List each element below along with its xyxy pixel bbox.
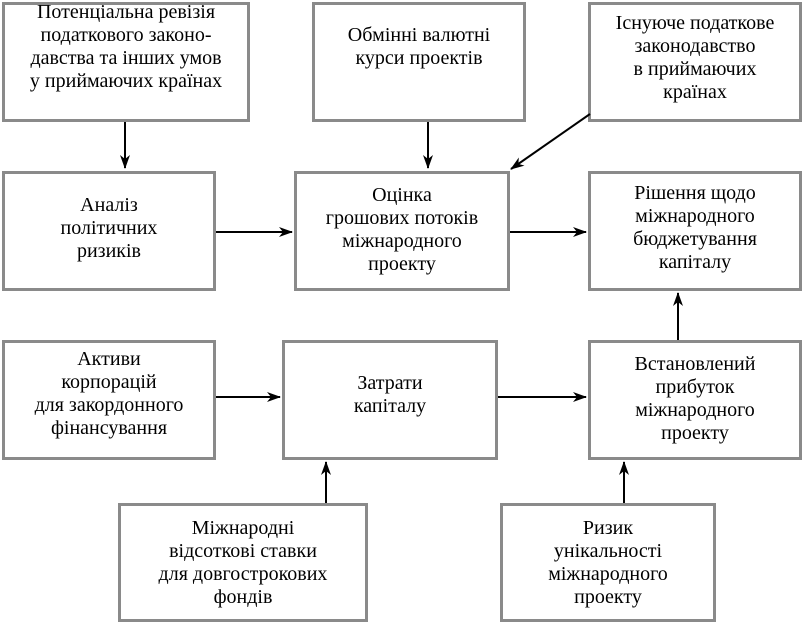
box-cash-flow-label: Оцінка грошових потоків міжнародного про… xyxy=(325,184,479,275)
box-unique-risk: Ризик унікальності міжнародного проекту xyxy=(500,503,716,622)
box-tax-revision-label: Потенціальна ревізія податкового законо-… xyxy=(29,1,223,92)
box-budget-decision: Рішення щодо міжнародного бюджетування к… xyxy=(588,171,802,291)
box-capital-costs-label: Затрати капіталу xyxy=(353,372,427,417)
box-required-return-label: Встановлений прибуток міжнародного проек… xyxy=(634,353,756,444)
box-existing-tax-label: Існуюче податкове законодавство в прийма… xyxy=(615,12,775,103)
box-tax-revision: Потенціальна ревізія податкового законо-… xyxy=(2,1,250,122)
box-unique-risk-label: Ризик унікальності міжнародного проекту xyxy=(548,516,668,608)
box-budget-decision-label: Рішення щодо міжнародного бюджетування к… xyxy=(633,182,757,273)
box-political-risk: Аналіз політичних ризиків xyxy=(2,171,216,291)
box-cash-flow: Оцінка грошових потоків міжнародного про… xyxy=(294,171,510,291)
box-corporate-assets: Активи корпорацій для закордонного фінан… xyxy=(2,340,216,460)
box-capital-costs: Затрати капіталу xyxy=(282,340,498,460)
arrow-existing-tax-to-cash-flow xyxy=(510,113,591,170)
box-interest-rates-label: Міжнародні відсоткові ставки для довгост… xyxy=(158,516,328,608)
box-interest-rates: Міжнародні відсоткові ставки для довгост… xyxy=(118,503,368,622)
box-exchange-rates-label: Обмінні валютні курси проектів xyxy=(347,24,491,69)
box-required-return: Встановлений прибуток міжнародного проек… xyxy=(588,340,802,460)
box-political-risk-label: Аналіз політичних ризиків xyxy=(60,193,158,262)
box-existing-tax: Існуюче податкове законодавство в прийма… xyxy=(588,2,802,122)
box-exchange-rates: Обмінні валютні курси проектів xyxy=(312,2,526,122)
box-corporate-assets-label: Активи корпорацій для закордонного фінан… xyxy=(34,348,184,439)
